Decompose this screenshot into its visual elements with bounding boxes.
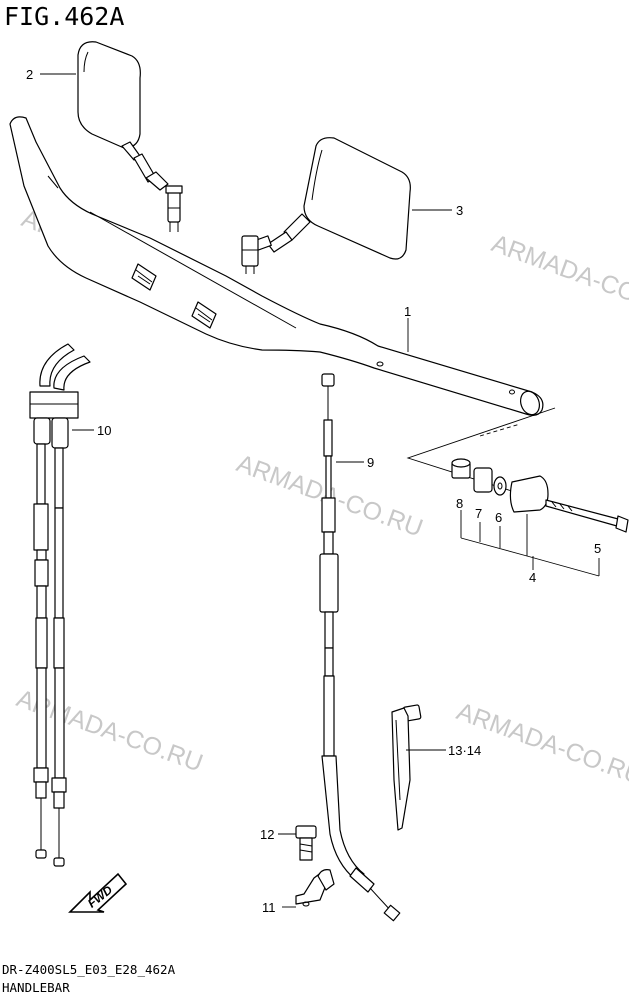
callout-5: 5: [594, 541, 601, 556]
parts-bracket: [460, 510, 600, 577]
part-9-cable[interactable]: [319, 373, 401, 922]
diagram-name: HANDLEBAR: [2, 980, 70, 995]
part-11-clamp[interactable]: [295, 869, 335, 907]
part-4-balancer[interactable]: [509, 475, 549, 513]
callout-2: 2: [26, 67, 33, 82]
fwd-arrow-icon: FWD: [68, 872, 128, 913]
part-8-collar[interactable]: [451, 458, 471, 479]
callout-12: 12: [260, 827, 274, 842]
left-mirror[interactable]: [77, 41, 183, 232]
watermark-2: ARMADA-CO.RU: [488, 229, 629, 322]
callout-11: 11: [262, 900, 276, 915]
part-7-spacer[interactable]: [473, 467, 493, 493]
callout-1: 1: [404, 304, 411, 319]
diagram-code: DR-Z400SL5_E03_E28_462A: [2, 962, 176, 977]
part-10-cables[interactable]: [29, 343, 91, 867]
callout-4: 4: [529, 570, 536, 585]
callout-10: 10: [97, 423, 111, 438]
callout-3: 3: [456, 203, 463, 218]
part-12-bolt[interactable]: [295, 825, 317, 861]
callout-13-14: 13·14: [448, 743, 481, 758]
handlebar[interactable]: [9, 116, 544, 417]
callout-9: 9: [367, 455, 374, 470]
callout-6: 6: [495, 510, 502, 525]
callouts: 2 3 1 9 10 8 7 6 5 4 13·14 12 11: [26, 67, 601, 915]
right-mirror[interactable]: [241, 137, 411, 274]
part-6-washer[interactable]: [493, 476, 507, 496]
callout-8: 8: [456, 496, 463, 511]
callout-7: 7: [475, 506, 482, 521]
part-5-screw[interactable]: [545, 499, 629, 533]
part-13-14-cable-tie[interactable]: [391, 704, 422, 831]
figure-title: FIG.462A: [4, 2, 125, 31]
leader-lines: [40, 73, 452, 908]
